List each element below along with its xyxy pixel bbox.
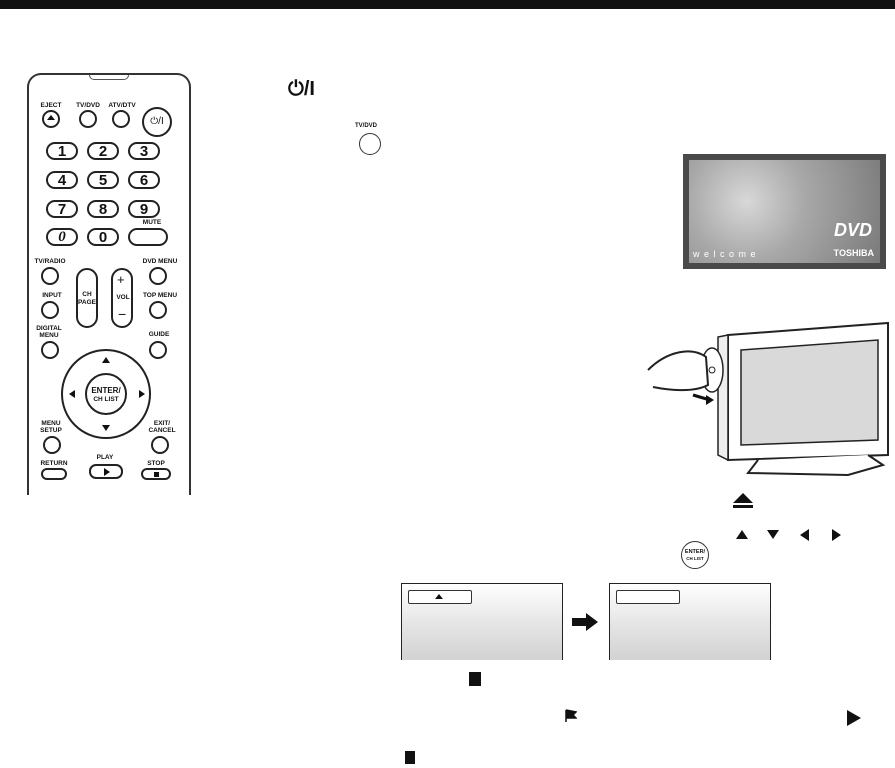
tvradio-button[interactable] (41, 267, 59, 285)
arrow-up-instruction-icon (736, 530, 748, 539)
menusetup-button[interactable] (43, 436, 61, 454)
key-7[interactable]: 7 (46, 200, 78, 218)
play-icon (104, 468, 110, 476)
enter-label: ENTER/ (91, 386, 121, 395)
arrow-left-instruction-icon (800, 529, 809, 541)
dvd-welcome-screen: DVD w e l c o m e TOSHIBA (683, 154, 886, 269)
info-key[interactable]: 0 (46, 228, 78, 246)
guide-label: GUIDE (148, 331, 170, 338)
key-2[interactable]: 2 (87, 142, 119, 160)
guide-button[interactable] (149, 341, 167, 359)
stop-button[interactable] (141, 468, 171, 480)
chlist-label: CH LIST (93, 396, 119, 403)
vol-label: VOL (116, 294, 130, 301)
atvdtv-button[interactable] (112, 110, 130, 128)
chlist-small-label: CH LIST (686, 556, 704, 561)
topmenu-button[interactable] (149, 301, 167, 319)
key-4[interactable]: 4 (46, 171, 78, 189)
enter-small-button-icon: ENTER/ CH LIST (681, 541, 709, 569)
return-label: RETURN (40, 460, 68, 467)
ch-page-rocker[interactable]: CH PAGE (76, 268, 98, 328)
key-9[interactable]: 9 (128, 200, 160, 218)
transition-arrow-icon (572, 613, 598, 631)
enter-button[interactable]: ENTER/ CH LIST (85, 373, 127, 415)
key-8[interactable]: 8 (87, 200, 119, 218)
key-1[interactable]: 1 (46, 142, 78, 160)
eject-instruction-icon (733, 493, 753, 503)
tvdvd-button[interactable] (79, 110, 97, 128)
eject-label: EJECT (40, 102, 62, 109)
dvd-logo: DVD (833, 220, 872, 240)
digitalmenu-button[interactable] (41, 341, 59, 359)
enter-small-label: ENTER/ (684, 549, 706, 555)
dvdmenu-button[interactable] (149, 267, 167, 285)
eject-instruction-bar (733, 505, 753, 508)
arrow-right-instruction-icon (832, 529, 841, 541)
key-5[interactable]: 5 (87, 171, 119, 189)
eject-status-icon (435, 594, 443, 599)
topmenu-label: TOP MENU (142, 292, 178, 299)
status-bar-eject (408, 590, 472, 604)
input-button[interactable] (41, 301, 59, 319)
tvdvd-small-button-icon (359, 133, 381, 155)
tvdvd-small-label: TV/DVD (355, 123, 378, 129)
key-6[interactable]: 6 (128, 171, 160, 189)
status-bar-empty (616, 590, 680, 604)
power-icon: ⏻/I (150, 116, 164, 127)
stop-label: STOP (147, 460, 165, 467)
dvd-screen-background: DVD w e l c o m e TOSHIBA (689, 160, 880, 263)
header-bar (0, 0, 895, 9)
screen-after (609, 583, 771, 660)
power-symbol: ⏻/I (288, 78, 315, 100)
key-0[interactable]: 0 (87, 228, 119, 246)
ch-label: CH (82, 291, 92, 298)
key-3[interactable]: 3 (128, 142, 160, 160)
stop-instruction-icon-2 (405, 751, 415, 764)
chapter-flag-icon (565, 709, 577, 722)
digitalmenu-label: DIGITAL MENU (36, 325, 62, 339)
arrow-down-instruction-icon (767, 530, 779, 539)
play-label: PLAY (96, 454, 114, 461)
exitcancel-button[interactable] (151, 436, 169, 454)
exitcancel-label: EXIT/ CANCEL (148, 420, 176, 434)
stop-icon (154, 472, 159, 477)
return-button[interactable] (41, 468, 67, 480)
tvradio-label: TV/RADIO (34, 258, 66, 265)
mute-label: MUTE (142, 219, 162, 226)
page-label: PAGE (78, 299, 96, 306)
dpad[interactable]: ENTER/ CH LIST (61, 349, 151, 439)
remote-control-illustration: EJECT TV/DVD ATV/DTV ⏻/I 1 2 3 4 5 6 7 8… (27, 73, 191, 495)
vol-rocker[interactable]: + VOL − (111, 268, 133, 328)
arrow-right-icon (139, 390, 145, 398)
eject-button[interactable] (42, 110, 60, 128)
arrow-down-icon (102, 425, 110, 431)
input-label: INPUT (42, 292, 62, 299)
play-button[interactable] (89, 464, 123, 479)
welcome-text: w e l c o m e (693, 249, 757, 259)
power-button[interactable]: ⏻/I (142, 107, 172, 137)
stop-instruction-icon (469, 672, 481, 686)
vol-down-icon: − (118, 306, 127, 322)
tv-disc-insert-illustration (647, 321, 889, 477)
arrow-up-icon (102, 357, 110, 363)
brand-text: TOSHIBA (833, 248, 874, 258)
atvdtv-label: ATV/DTV (108, 102, 136, 109)
tvdvd-label: TV/DVD (76, 102, 100, 109)
ir-window (89, 75, 129, 80)
dvdmenu-label: DVD MENU (142, 258, 178, 265)
eject-icon (47, 115, 55, 120)
mute-button[interactable] (128, 228, 168, 246)
play-instruction-icon (847, 710, 861, 726)
menusetup-label: MENU SETUP (40, 420, 62, 434)
screen-before (401, 583, 563, 660)
vol-up-icon: + (117, 272, 125, 287)
arrow-left-icon (69, 390, 75, 398)
